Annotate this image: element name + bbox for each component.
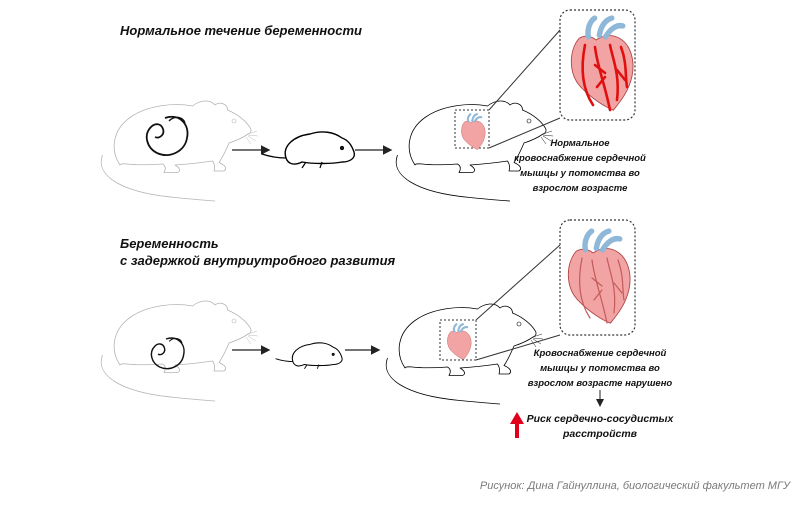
- heart-small-iugr: [446, 323, 473, 361]
- heart-zoom-frame-small-iugr: [439, 319, 477, 361]
- title-iugr-line-2: с задержкой внутриутробного развития: [120, 253, 396, 268]
- coronary-arteries-normal: [581, 43, 629, 112]
- caption-iugr-line-1: Кровоснабжение сердечной: [533, 348, 667, 359]
- heart-large-iugr: [568, 231, 630, 323]
- risk-caption: Риск сердечно-сосудистых расстройств: [525, 412, 675, 442]
- caption-iugr-line-2: мышцы у потомства во: [540, 363, 660, 374]
- caption-normal-line-4: взрослом возрасте: [532, 183, 628, 194]
- heart-small-normal: [460, 113, 487, 151]
- title-iugr-line-1: Беременность: [120, 236, 219, 251]
- caption-iugr: Кровоснабжение сердечной мышцы у потомст…: [525, 346, 675, 391]
- embryo-iugr: [150, 337, 185, 370]
- newborn-pup-normal: [261, 131, 356, 169]
- coronary-arteries-iugr: [579, 257, 625, 324]
- risk-up-arrow-icon: [510, 412, 524, 438]
- zoom-line-1a: [488, 29, 561, 111]
- pregnant-rat-iugr: [100, 300, 259, 402]
- caption-normal: Нормальное кровоснабжение сердечной мышц…: [505, 136, 655, 196]
- caption-normal-line-1: Нормальное: [550, 138, 610, 149]
- caption-normal-line-3: мышцы у потомства во: [520, 168, 640, 179]
- embryo-normal: [145, 115, 189, 156]
- title-normal-pregnancy: Нормальное течение беременности: [120, 23, 362, 38]
- zoom-line-2b: [475, 334, 561, 361]
- caption-normal-line-2: кровоснабжение сердечной: [514, 153, 646, 164]
- heart-zoom-frame-large-iugr: [559, 219, 636, 336]
- image-credit: Рисунок: Дина Гайнуллина, биологический …: [479, 480, 790, 492]
- risk-caption-line-1: Риск сердечно-сосудистых: [526, 413, 674, 425]
- newborn-pup-iugr: [275, 342, 343, 370]
- zoom-line-2a: [475, 244, 561, 321]
- heart-zoom-frame-small-normal: [454, 109, 490, 149]
- caption-iugr-line-3: взрослом возрасте нарушено: [527, 378, 673, 389]
- risk-caption-line-2: расстройств: [562, 428, 638, 440]
- zoom-line-1b: [488, 117, 561, 149]
